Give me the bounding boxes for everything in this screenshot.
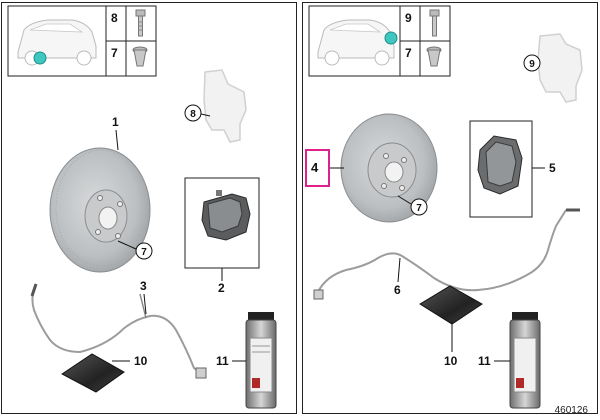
location-marker-icon <box>384 31 398 45</box>
left-cloth-label: 10 <box>134 354 148 368</box>
left-disc-label: 1 <box>112 115 119 129</box>
left-fastener-bottom-label: 7 <box>111 46 118 60</box>
right-disc-screw-label: 7 <box>416 203 422 214</box>
left-carrier-callout-circle <box>184 104 202 122</box>
screw-icon <box>132 46 148 67</box>
left-fastener-table <box>105 5 157 77</box>
right-spray-label: 11 <box>478 354 491 368</box>
highlight-frame <box>305 149 330 187</box>
right-cleaning-cloth <box>419 285 483 325</box>
left-wear-sensor <box>30 283 207 379</box>
right-brake-pads <box>469 120 533 218</box>
left-carrier-callout: 8 <box>190 109 196 120</box>
right-disc-screw-circle <box>410 198 428 216</box>
right-cloth-label: 10 <box>444 354 458 368</box>
right-fastener-table <box>399 5 451 77</box>
left-brake-disc <box>49 147 151 273</box>
right-car-thumbnail <box>308 5 401 77</box>
right-caliper-carrier <box>537 33 583 103</box>
left-cleaning-cloth <box>61 353 125 393</box>
left-brake-pads <box>184 177 260 269</box>
right-wear-sensor <box>313 208 580 300</box>
right-carrier-callout: 9 <box>529 59 535 70</box>
diagram-id: 460126 <box>554 405 588 416</box>
location-marker-icon <box>33 51 47 65</box>
right-disc-label: 4 <box>311 160 319 175</box>
left-sensor-label: 3 <box>140 279 147 293</box>
right-fastener-bottom-label: 7 <box>405 46 412 60</box>
left-car-thumbnail <box>7 5 107 77</box>
right-sensor-label: 6 <box>394 283 401 297</box>
right-brake-disc <box>340 113 438 223</box>
right-spray-can <box>509 312 541 409</box>
left-disc-screw-label: 7 <box>141 247 147 258</box>
left-fastener-top-label: 8 <box>111 11 118 25</box>
left-disc-screw-circle <box>135 242 153 260</box>
right-pads-label: 5 <box>549 161 556 175</box>
left-spray-can <box>245 312 277 409</box>
right-fastener-top-label: 9 <box>405 11 412 25</box>
bolt-icon <box>429 9 440 37</box>
left-spray-label: 11 <box>216 354 229 368</box>
left-caliper-carrier <box>203 69 247 143</box>
screw-icon <box>426 46 442 67</box>
bolt-icon <box>135 9 146 37</box>
left-pads-label: 2 <box>218 281 225 295</box>
right-carrier-callout-circle <box>523 54 541 72</box>
